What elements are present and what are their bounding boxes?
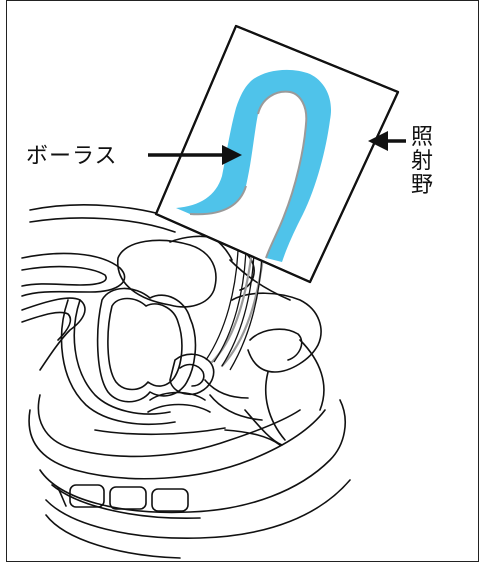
bolus-label: ボーラス (26, 138, 118, 170)
field-label-char-1: 照 (410, 126, 434, 150)
field-label-char-3: 野 (410, 174, 434, 198)
field-label-char-2: 射 (410, 150, 434, 174)
irradiation-field-label: 照 射 野 (410, 126, 434, 198)
